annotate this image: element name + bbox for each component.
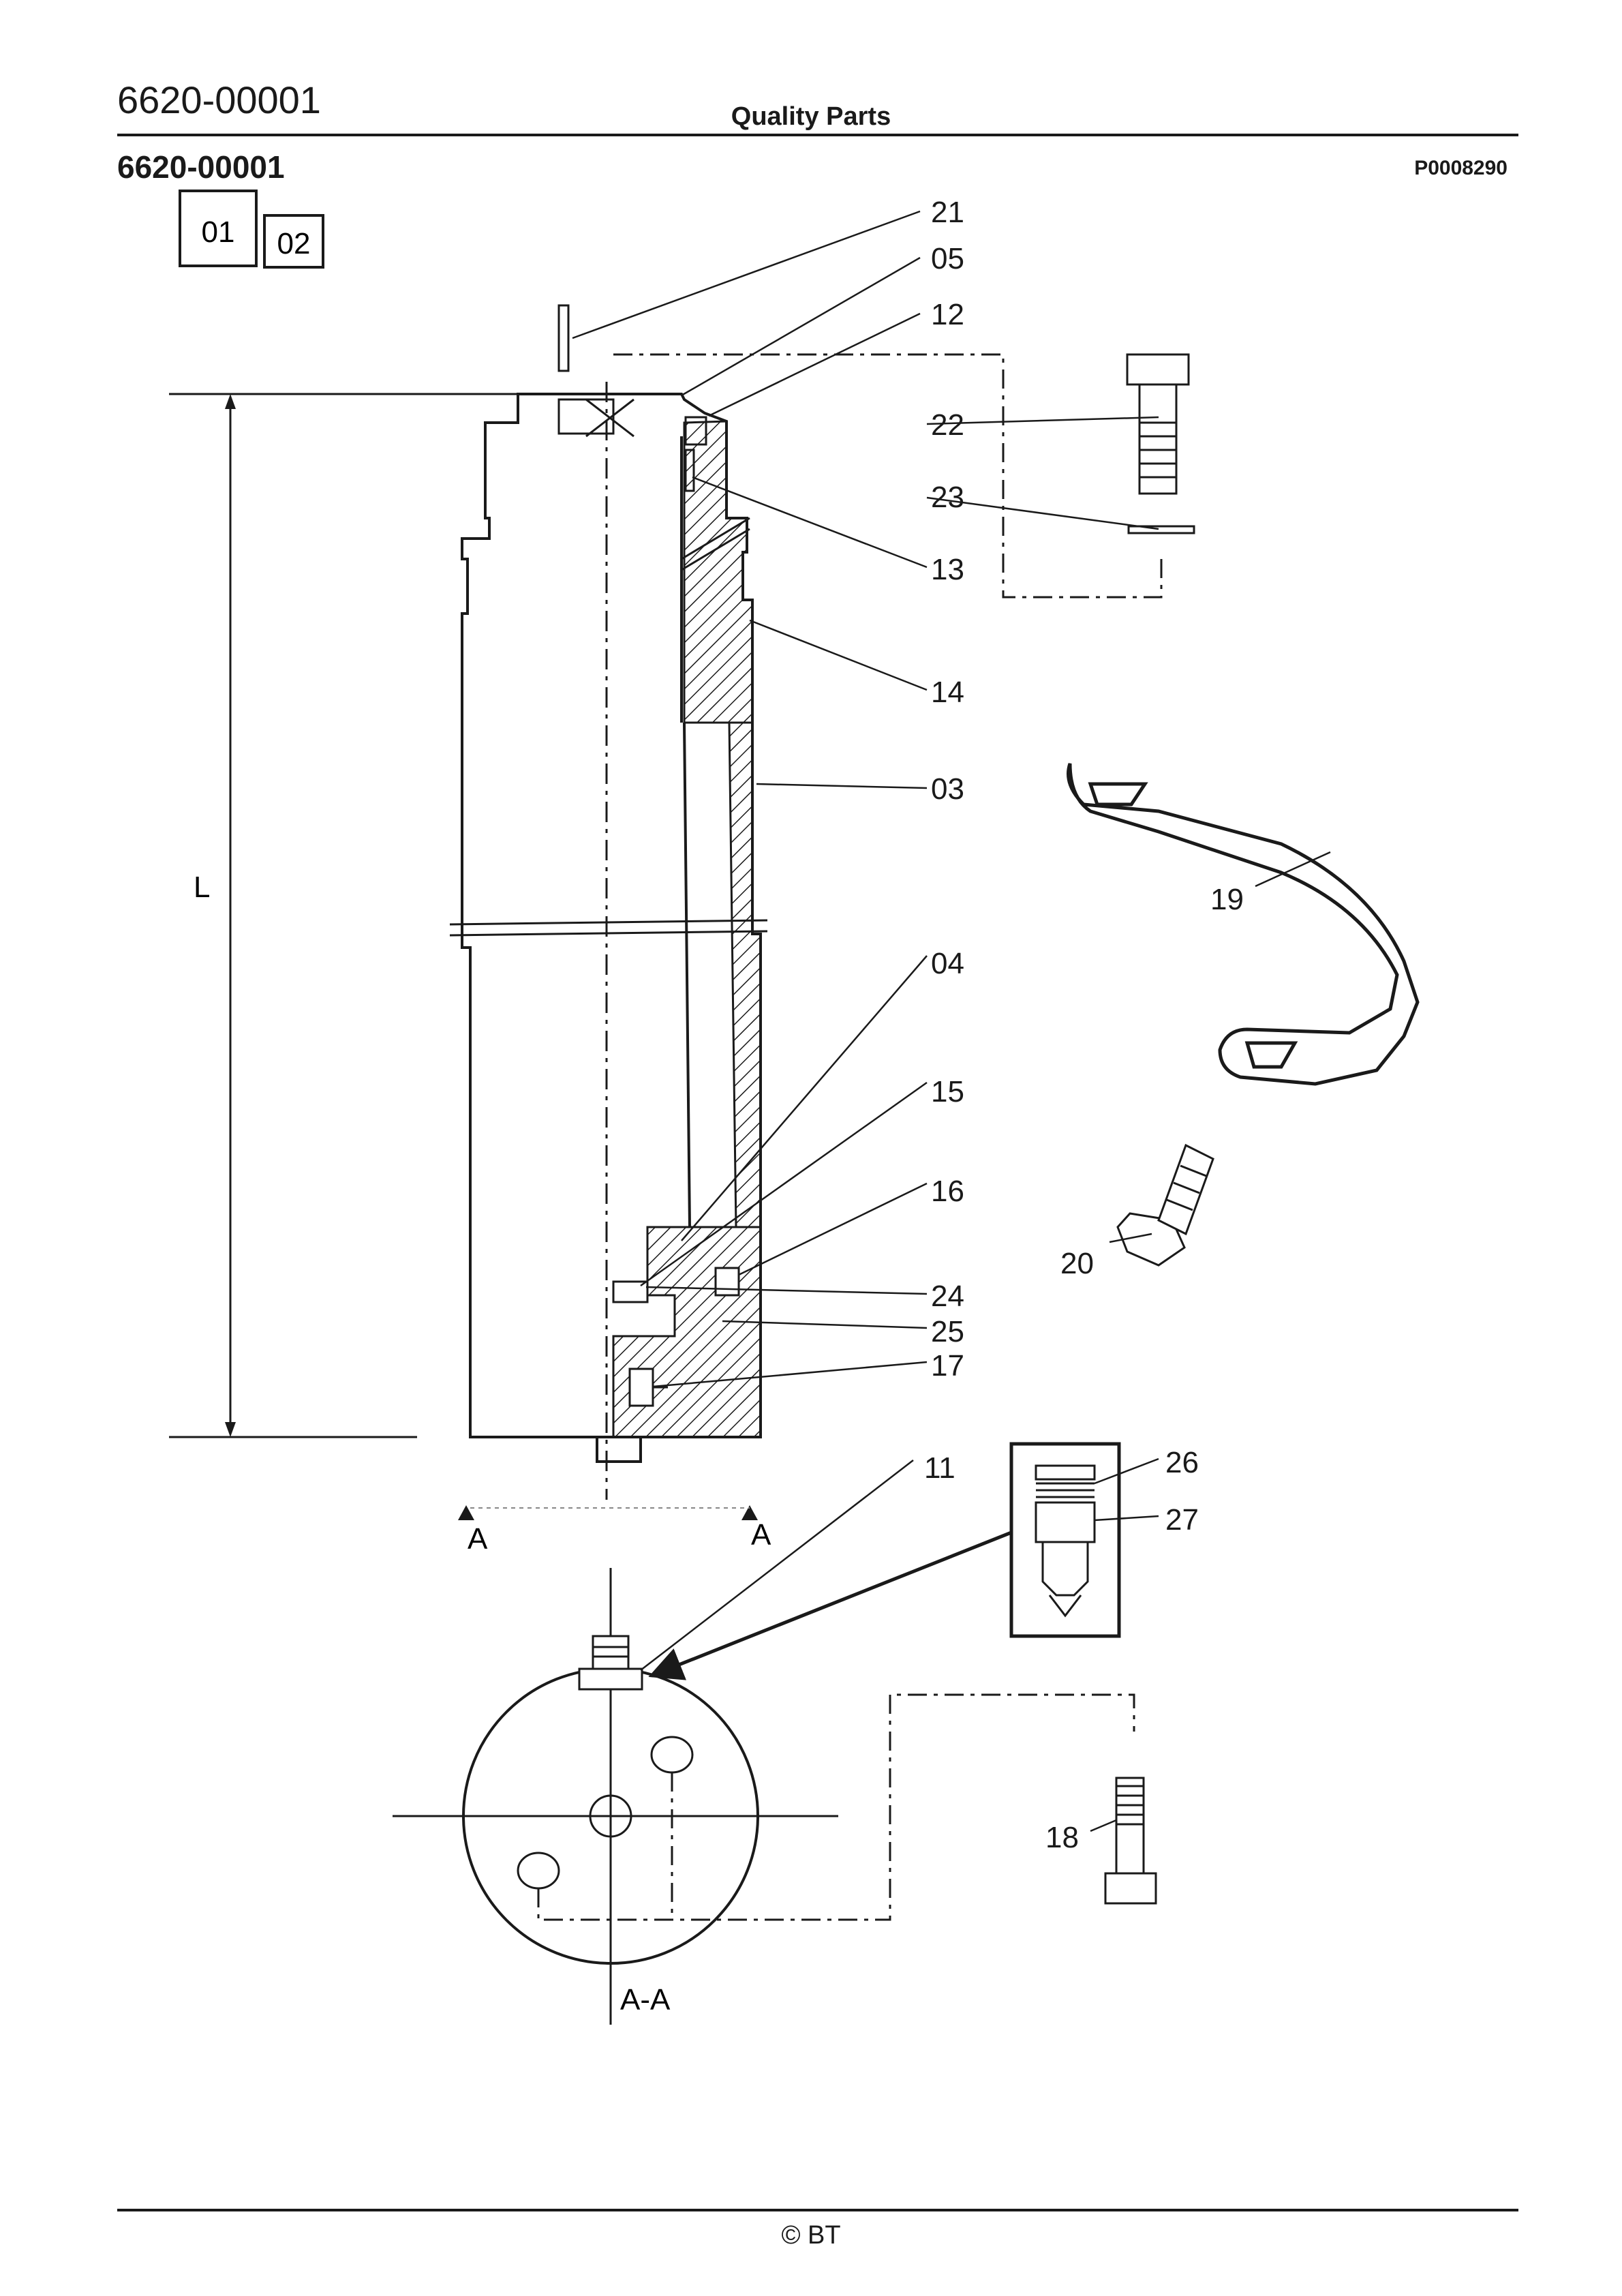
callout-14: 14 — [931, 676, 964, 709]
detail-box — [1009, 1442, 1121, 1638]
callout-22: 22 — [931, 408, 964, 442]
callout-13: 13 — [931, 553, 964, 586]
svg-text:02: 02 — [277, 227, 311, 260]
svg-text:01: 01 — [202, 215, 235, 249]
callout-26: 26 — [1165, 1446, 1199, 1479]
drawing-reference: P0008290 — [1414, 157, 1508, 179]
section-mark-right: A — [741, 1505, 771, 1552]
variant-box-02[interactable]: 02 — [263, 214, 324, 269]
washer-23 — [1127, 525, 1195, 534]
bolt-20 — [1116, 1143, 1214, 1267]
callout-12: 12 — [931, 298, 964, 331]
svg-text:A: A — [468, 1522, 488, 1556]
bolt-18 — [1104, 1777, 1157, 1905]
variant-box-01[interactable]: 01 — [179, 190, 258, 267]
header-part-number: 6620-00001 — [117, 78, 321, 121]
header-subtitle: Quality Parts — [731, 102, 891, 131]
callout-20: 20 — [1060, 1247, 1094, 1280]
page-title: 6620-00001 — [117, 149, 285, 185]
footer-copyright: © BT — [781, 2221, 841, 2250]
section-view-label: A-A — [620, 1983, 671, 2016]
callout-labels: 21 05 12 22 23 13 14 03 19 04 15 16 24 2… — [924, 196, 1244, 1854]
dashdot-boundary-top — [613, 353, 1163, 599]
top-fittings — [557, 304, 750, 571]
callout-19: 19 — [1210, 883, 1244, 916]
bracket-19 — [1067, 763, 1420, 1086]
callout-16: 16 — [931, 1175, 964, 1208]
section-mark-left: A — [458, 1505, 488, 1556]
leader-lines — [572, 210, 1331, 1832]
callout-25: 25 — [931, 1315, 964, 1348]
bolt-22 — [1126, 353, 1190, 495]
footer-rule — [117, 2209, 1518, 2211]
callout-24: 24 — [931, 1280, 964, 1313]
callout-18: 18 — [1045, 1821, 1079, 1854]
section-view-a-a — [393, 1568, 1135, 2025]
callout-23: 23 — [931, 481, 964, 514]
callout-05: 05 — [931, 242, 964, 275]
callout-21: 21 — [931, 196, 964, 229]
dimension-L: L — [169, 393, 525, 1438]
svg-text:L: L — [194, 871, 210, 904]
svg-text:A: A — [751, 1518, 771, 1552]
callout-15: 15 — [931, 1075, 964, 1108]
header-rule — [117, 134, 1518, 136]
callout-17: 17 — [931, 1349, 964, 1383]
callout-04: 04 — [931, 947, 964, 980]
callout-11: 11 — [924, 1451, 955, 1485]
callout-03: 03 — [931, 772, 964, 806]
callout-27: 27 — [1165, 1503, 1199, 1537]
